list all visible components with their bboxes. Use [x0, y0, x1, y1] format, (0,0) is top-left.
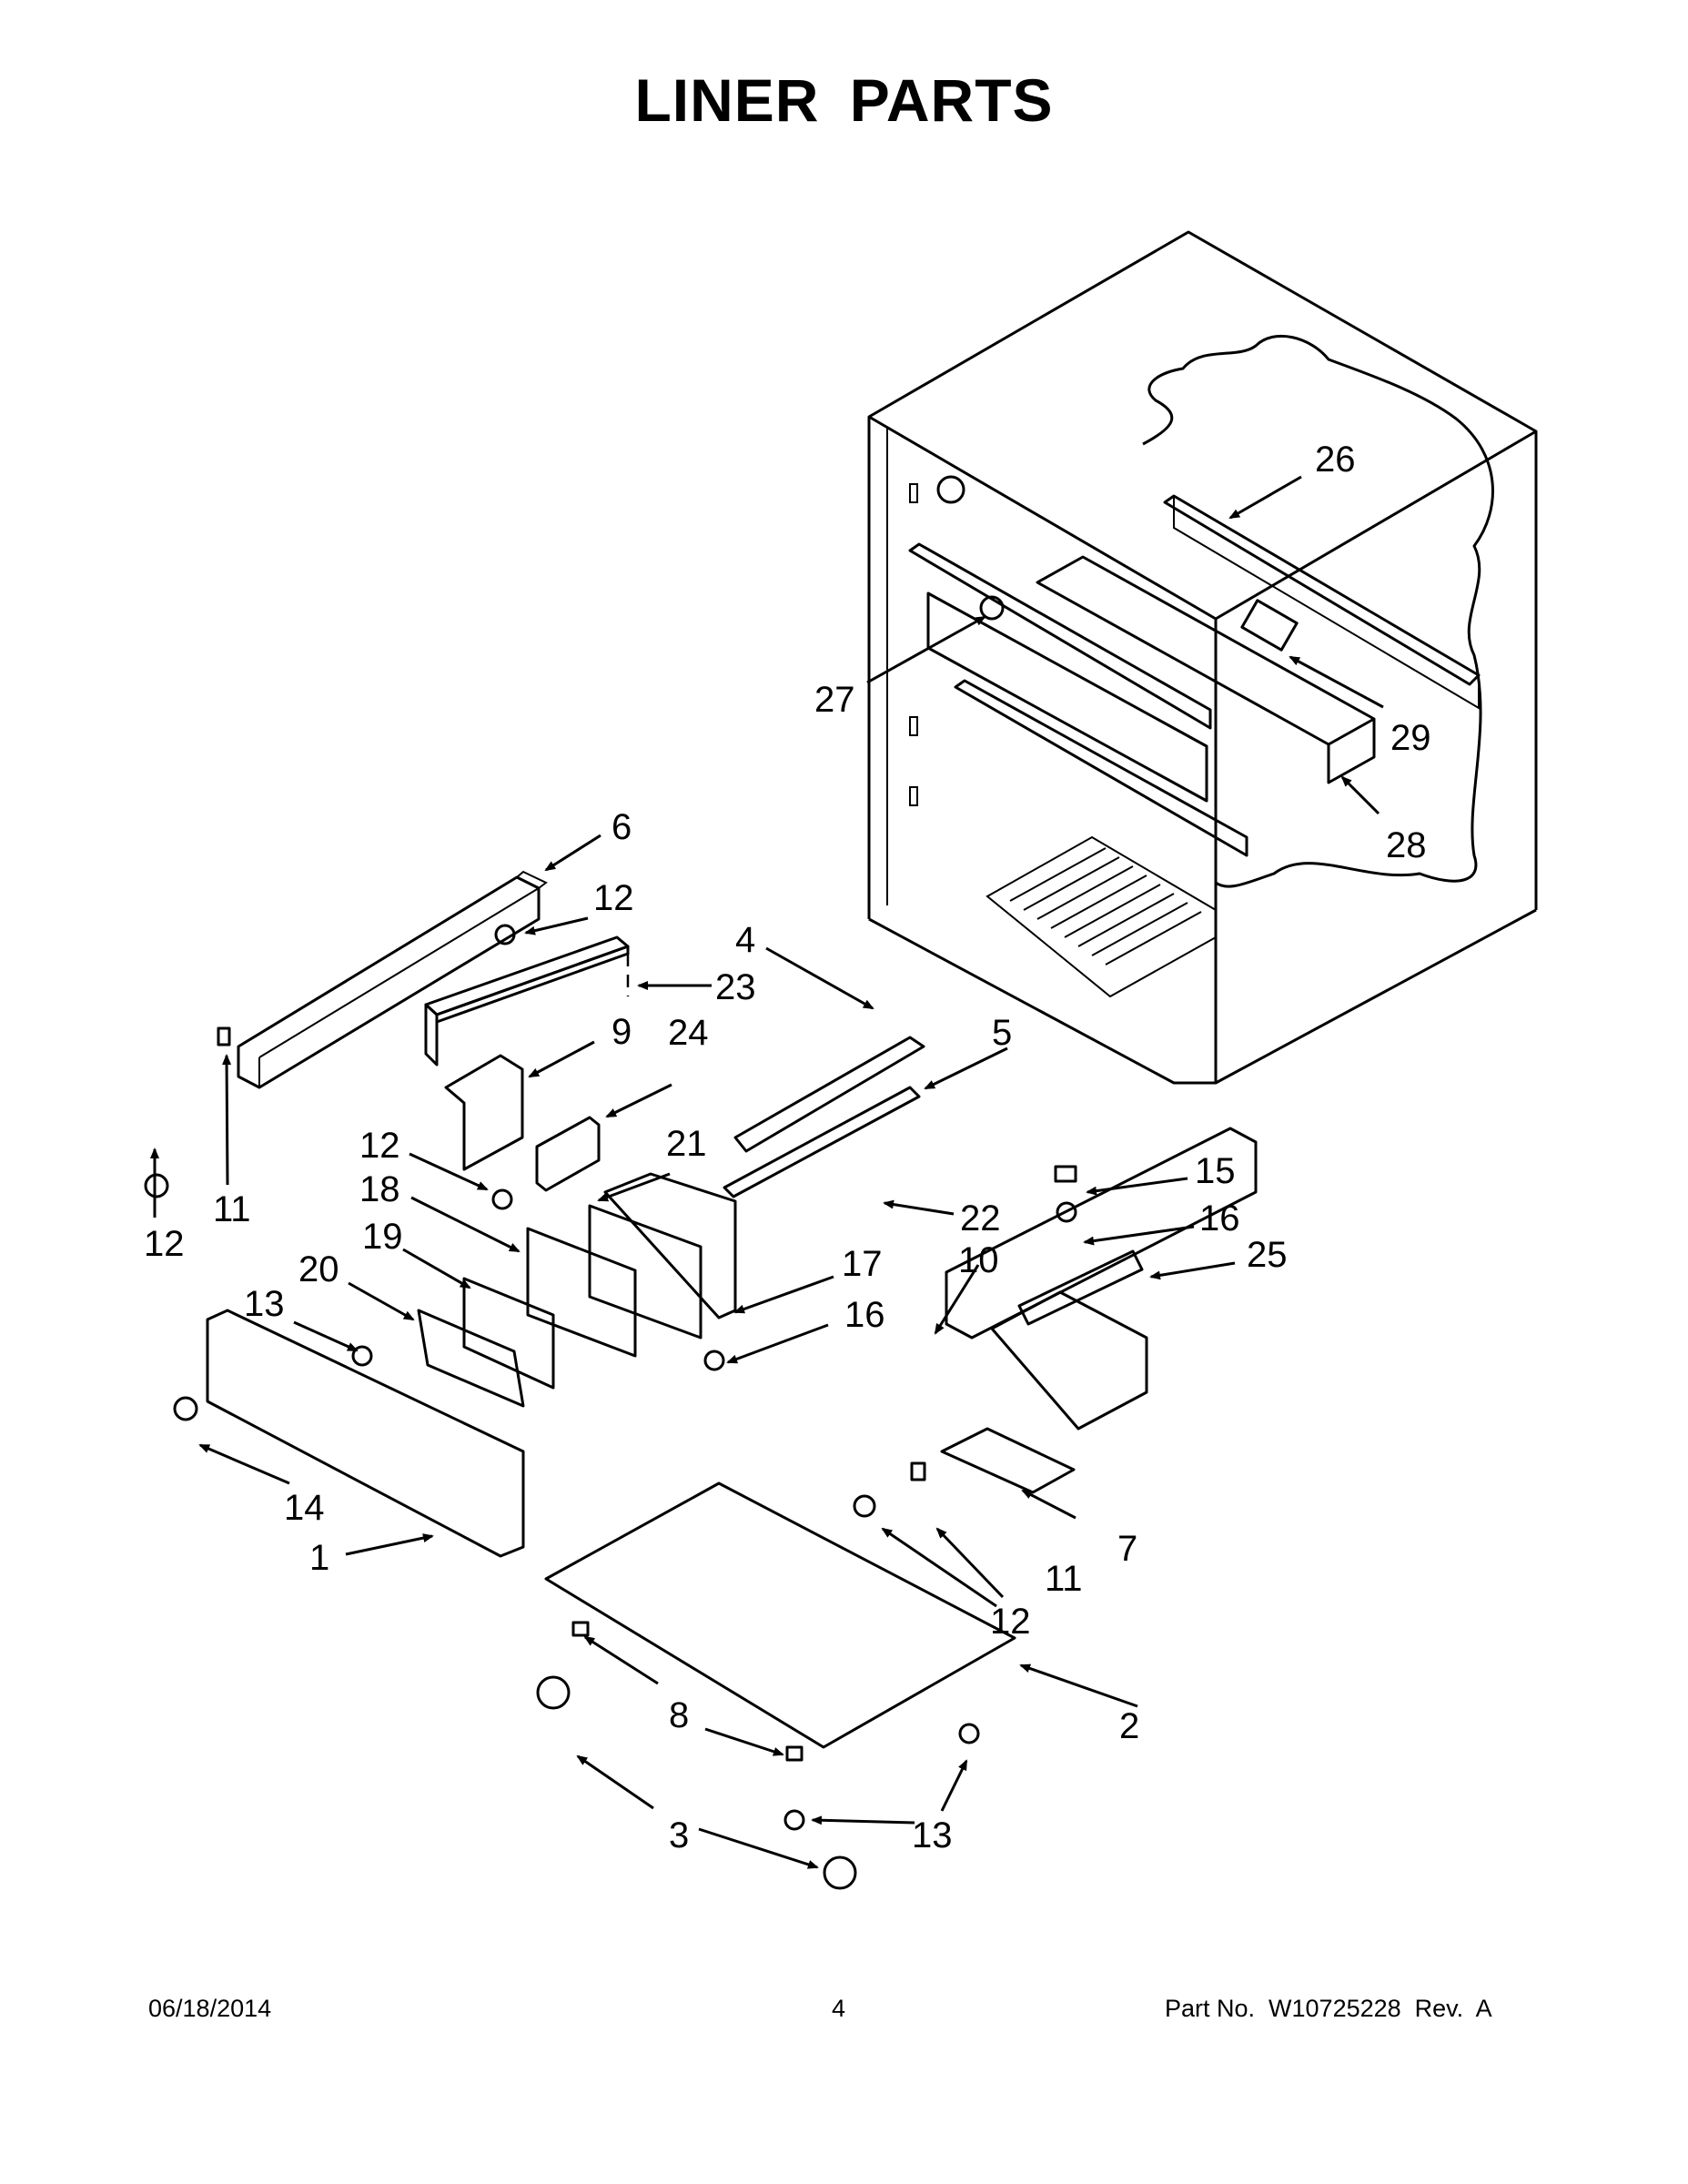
callout-17: 17 — [842, 1244, 883, 1284]
callout-12-a: 12 — [593, 878, 634, 918]
cabinet-liner — [867, 230, 1538, 1085]
callout-23: 23 — [715, 967, 756, 1007]
callout-8: 8 — [669, 1695, 689, 1735]
callout-10: 10 — [958, 1240, 999, 1280]
callout-5: 5 — [992, 1013, 1012, 1053]
page-title: LINER PARTS — [634, 66, 1054, 134]
callout-26: 26 — [1315, 440, 1356, 480]
callout-13-b: 13 — [912, 1815, 953, 1855]
callout-19: 19 — [362, 1217, 403, 1257]
callout-25: 25 — [1247, 1235, 1288, 1275]
callout-12-d: 12 — [990, 1602, 1031, 1642]
callout-14: 14 — [284, 1488, 325, 1528]
base-pan — [544, 1481, 1016, 1749]
callout-28: 28 — [1386, 825, 1427, 865]
panels-right — [723, 1036, 1258, 1494]
leader-lines — [150, 475, 1384, 1869]
footer-part-number: Part No. W10725228 Rev. A — [1165, 1995, 1492, 2022]
callout-numbers: 26 27 29 28 6 12 23 4 9 24 5 12 21 18 22… — [144, 440, 1431, 1855]
callout-18: 18 — [359, 1169, 400, 1209]
control-box — [206, 1172, 737, 1558]
callout-1: 1 — [309, 1538, 329, 1578]
callout-16-b: 16 — [844, 1295, 885, 1335]
callout-29: 29 — [1390, 718, 1431, 758]
callout-7: 7 — [1117, 1529, 1137, 1569]
callout-27: 27 — [814, 680, 855, 720]
callout-12-b: 12 — [359, 1126, 400, 1166]
upper-left-bracket — [237, 870, 548, 1089]
callout-16-a: 16 — [1199, 1198, 1240, 1239]
callout-13-a: 13 — [244, 1284, 285, 1324]
footer-page-number: 4 — [832, 1995, 846, 2022]
callout-11-b: 11 — [1045, 1559, 1083, 1599]
callout-12-c: 12 — [144, 1224, 185, 1264]
callout-15: 15 — [1195, 1151, 1236, 1191]
callout-21: 21 — [666, 1124, 707, 1164]
footer-date: 06/18/2014 — [148, 1995, 272, 2022]
callout-4: 4 — [735, 920, 755, 960]
callout-9: 9 — [612, 1012, 632, 1052]
hardware — [144, 475, 1077, 1890]
callout-20: 20 — [298, 1249, 339, 1289]
callout-24: 24 — [668, 1013, 709, 1053]
panels-upper — [424, 935, 630, 1192]
callout-22: 22 — [960, 1198, 1001, 1239]
callout-6: 6 — [612, 807, 632, 847]
callout-3: 3 — [669, 1815, 689, 1855]
callout-2: 2 — [1119, 1706, 1139, 1746]
callout-11-a: 11 — [213, 1189, 251, 1229]
